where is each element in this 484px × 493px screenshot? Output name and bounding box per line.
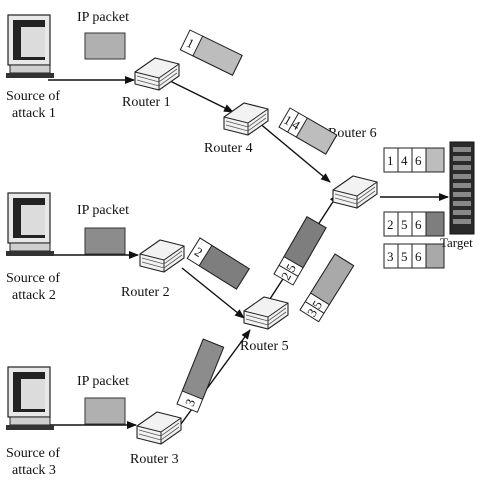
marked-packet-35: 35 <box>299 253 355 323</box>
router-5-icon <box>243 296 289 330</box>
router-2-icon <box>139 239 185 273</box>
arrived-packet-146: 1 4 6 <box>383 147 445 173</box>
source2-label-line1: Source of <box>6 271 60 286</box>
source1-label-line1: Source of <box>6 89 60 104</box>
computer-icon-source3 <box>6 366 54 430</box>
arrived-356-cell-3: 6 <box>415 249 422 264</box>
source3-label-line2: attack 3 <box>12 463 56 478</box>
arrived-packet-256: 2 5 6 <box>383 211 445 237</box>
marked-packet-14: 14 <box>278 107 338 155</box>
arrived-256-cell-3: 6 <box>415 217 422 232</box>
computer-icon-source2 <box>6 192 54 256</box>
server-icon-target <box>449 141 475 235</box>
router-2-label: Router 2 <box>121 285 170 300</box>
router-3-icon <box>136 411 182 445</box>
link-router4-router6 <box>257 121 331 183</box>
ip-packet-label-1: IP packet <box>77 10 129 25</box>
source1-label-line2: attack 1 <box>12 106 56 121</box>
link-router2-router5 <box>181 267 245 319</box>
target-label: Target <box>440 235 473 250</box>
router-3-label: Router 3 <box>130 452 179 467</box>
marked-packet-1: 1 <box>179 29 243 76</box>
arrived-256-cell-2: 5 <box>401 217 408 232</box>
arrived-146-cell-3: 6 <box>415 153 422 168</box>
link-router3-router5 <box>177 329 251 429</box>
arrived-256-cell-1: 2 <box>387 217 394 232</box>
computer-icon-source1 <box>6 14 54 78</box>
arrived-356-cell-1: 3 <box>387 249 394 264</box>
marked-packet-2: 2 <box>186 237 250 290</box>
router-1-icon <box>134 57 180 91</box>
ip-packet-2 <box>84 227 126 255</box>
arrived-146-cell-1: 1 <box>387 153 394 168</box>
router-6-icon <box>332 175 378 209</box>
link-router1-router4 <box>167 79 234 113</box>
router-4-label: Router 4 <box>204 141 253 156</box>
ip-packet-3 <box>84 397 126 425</box>
router-1-label: Router 1 <box>122 95 171 110</box>
arrived-146-cell-2: 4 <box>401 153 408 168</box>
ip-packet-1 <box>84 32 126 60</box>
router-4-icon <box>223 102 269 136</box>
marked-packet-3-text: 3 <box>182 397 198 409</box>
marked-packet-25: 25 <box>273 216 327 286</box>
arrived-packet-356: 3 5 6 <box>383 243 445 269</box>
router-6-label: Router 6 <box>328 126 377 141</box>
marked-packet-3: 3 <box>176 338 225 413</box>
arrived-356-cell-2: 5 <box>401 249 408 264</box>
source2-label-line2: attack 2 <box>12 288 56 303</box>
ip-packet-label-3: IP packet <box>77 374 129 389</box>
router-5-label: Router 5 <box>240 339 289 354</box>
ip-packet-label-2: IP packet <box>77 203 129 218</box>
source3-label-line1: Source of <box>6 446 60 461</box>
